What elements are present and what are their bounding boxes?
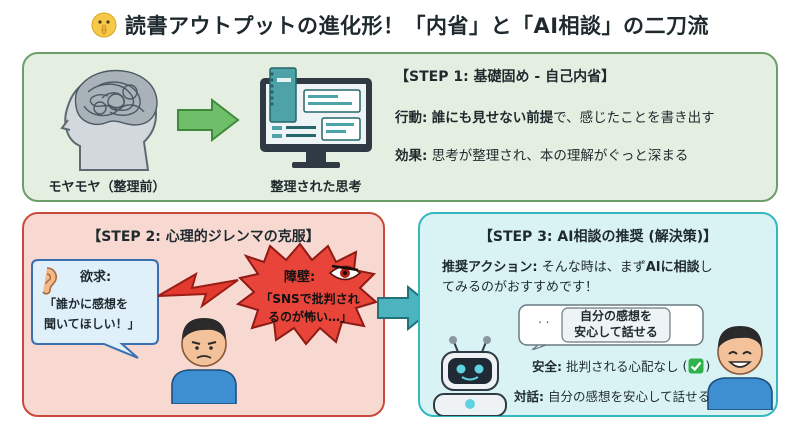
rec-label: 推奨アクション: [442,260,538,275]
barrier-line-1: 「SNSで批判され [260,292,360,306]
confused-caption: モヤモヤ（整理前） [48,180,166,195]
rec-tail: し [699,260,713,275]
step1-action-rest: で、感じたことを書き出す [553,110,715,126]
desire-text: 「誰かに感想を 聞いてほしい！」 [44,294,156,334]
dialog-label: 対話: [514,389,544,404]
step3-heading: 【STEP 3: AI相談の推奨 (解決策)】 [478,229,718,245]
dialog-line: 対話: 自分の感想を安心して話せる [514,386,710,405]
step1-effect: 効果: 思考が整理され、本の理解がぐっと深まる [395,144,688,164]
dialog-text: 自分の感想を安心して話せる [547,389,711,404]
barrier-label: 障壁: [284,270,316,285]
bubble-line-2: 安心して話せる [574,325,658,339]
bubble-line-1: 自分の感想を [579,309,652,323]
angry-eye-icon [328,264,362,281]
desire-line-1: 「誰かに感想を [44,297,129,311]
check-mark-icon: () [682,358,711,373]
step3-recommendation: 推奨アクション: そんな時は、まずAIに相談し てみるのがおすすめです！ [442,258,772,298]
barrier-line-2: るのが怖い…」 [267,310,352,324]
shushing-face-icon [91,12,117,38]
organized-monitor-icon [260,67,372,168]
safety-line: 安全: 批判される心配なし () [532,356,710,375]
safety-text: 批判される心配なし [566,359,679,374]
step1-effect-label: 効果: [395,148,428,164]
robot-icon [433,336,507,416]
step1-effect-text: 思考が整理され、本の理解がぐっと深まる [431,148,689,164]
lightning-bolt-icon [157,271,239,309]
recommendation-line-2: てみるのがおすすめです！ [442,280,599,295]
ear-icon [42,267,57,295]
desire-line-2: 聞いてほしい！」 [44,317,140,331]
bubble-text: 自分の感想を 安心して話せる [562,308,670,340]
step1-heading: 【STEP 1: 基礎固め - 自己内省】 [395,69,616,85]
recommendation-line-1: 推奨アクション: そんな時は、まずAIに相談し [442,258,772,278]
barrier-text: 「SNSで批判され るのが怖い…」 [258,290,362,326]
arrow-right-icon [177,98,240,142]
page-title: 読書アウトプットの進化形！「内省」と「AI相談」の二刀流 [0,8,800,42]
rec-bold: AIに相談 [645,260,700,275]
chat-bubble [518,304,704,350]
worried-person-icon [171,318,237,404]
desire-label: 欲求: [80,270,112,285]
title-text: 読書アウトプットの進化形！「内省」と「AI相談」の二刀流 [124,14,710,38]
tangled-head-icon [60,69,158,171]
safety-label: 安全: [532,359,562,374]
organized-caption: 整理された思考 [270,180,362,195]
step1-action: 行動: 誰にも見せない前提で、感じたことを書き出す [395,106,715,126]
typing-dots: . . [538,312,550,326]
step2-heading: 【STEP 2: 心理的ジレンマの克服】 [87,229,320,245]
desire-speech-bubble [31,259,159,359]
rec-text: そんな時は、まず [541,260,646,275]
step1-action-bold: 誰にも見せない前提 [431,110,554,126]
step1-action-label: 行動: [395,110,428,126]
happy-person-icon [707,326,773,410]
